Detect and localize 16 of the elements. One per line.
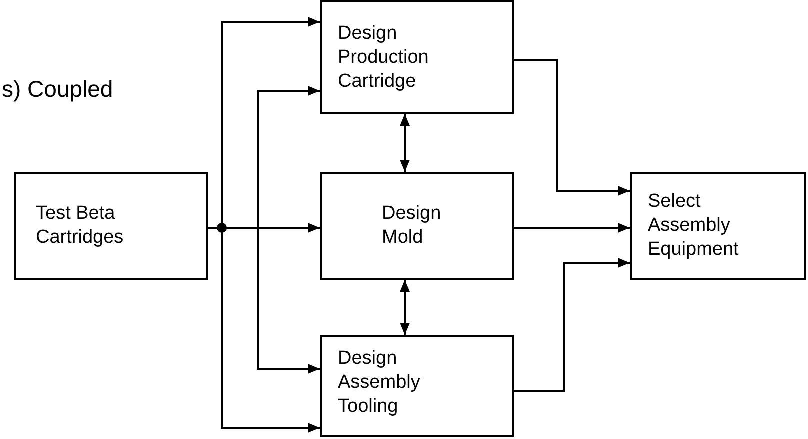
process-box	[630, 172, 806, 280]
arrow	[514, 258, 630, 392]
process-box	[320, 335, 514, 437]
title: s) Coupled	[2, 76, 114, 103]
arrow	[514, 223, 630, 233]
arrow	[400, 114, 410, 172]
arrow	[514, 59, 630, 196]
arrow	[400, 280, 410, 335]
process-box	[14, 172, 208, 280]
box-label: Design Mold	[382, 202, 442, 250]
box-label: Design Assembly Tooling	[338, 347, 422, 419]
box-label: Test Beta Cartridges	[36, 202, 125, 250]
process-box	[320, 172, 514, 280]
box-label: Select Assembly Equipment	[648, 190, 740, 262]
box-label: Design Production Cartridge	[338, 22, 430, 94]
process-box	[320, 0, 514, 114]
